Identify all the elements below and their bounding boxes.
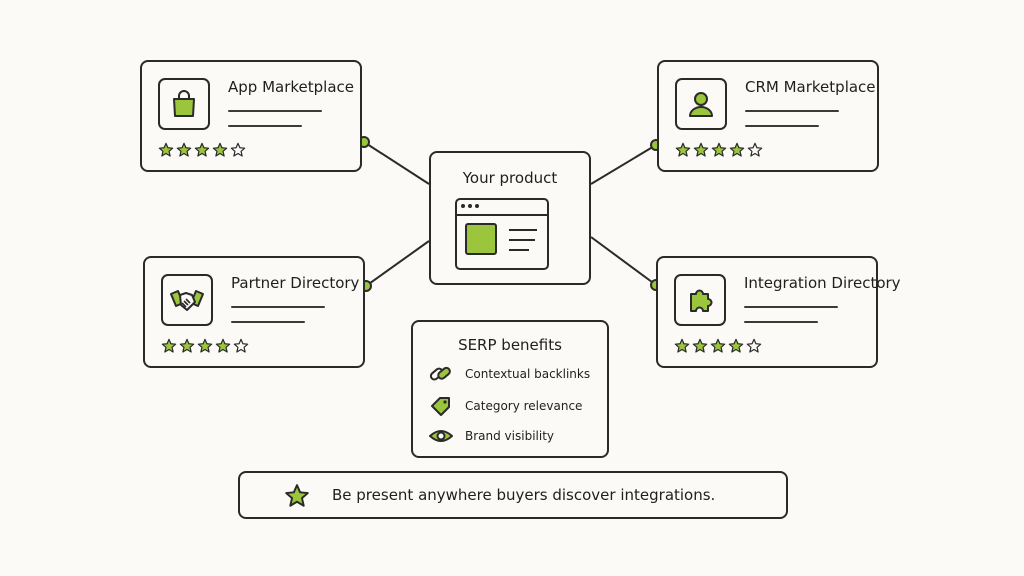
placeholder-line [744,321,818,323]
benefits-title: SERP benefits [458,336,562,354]
directory-title: Integration Directory [744,274,901,292]
product-title: Your product [462,169,558,187]
placeholder-line [745,110,839,112]
handshake-icon [161,274,213,326]
placeholder-line [228,110,322,112]
connector-integration-directory [590,236,657,286]
placeholder-line [231,306,325,308]
directory-title: App Marketplace [228,78,354,96]
content-block [465,223,497,255]
content-line [509,229,537,231]
shopping-bag-icon [158,78,210,130]
placeholder-line [744,306,838,308]
star-empty-icon [233,338,249,353]
browser-window-icon [455,198,549,270]
benefit-item: Contextual backlinks [429,364,590,384]
directory-title: Partner Directory [231,274,360,292]
serp-benefits-card: SERP benefits Contextual backlinks Categ… [411,320,609,458]
star-filled-icon [675,142,691,157]
star-filled-icon [711,142,727,157]
star-rating [674,338,762,354]
directory-card-partner-directory: Partner Directory [143,256,365,368]
star-filled-icon [212,142,228,157]
benefit-item: Brand visibility [429,426,554,446]
star-filled-icon [692,338,708,353]
connector-crm-marketplace [590,144,657,185]
connector-app-marketplace [363,141,430,185]
placeholder-line [745,125,819,127]
star-empty-icon [746,338,762,353]
star-filled-icon [161,338,177,353]
product-card: Your product [429,151,591,285]
content-line [509,239,535,241]
star-filled-icon [197,338,213,353]
star-rating [161,338,249,354]
star-filled-icon [215,338,231,353]
user-icon [675,78,727,130]
star-empty-icon [747,142,763,157]
star-filled-icon [179,338,195,353]
directory-card-app-marketplace: App Marketplace [140,60,362,172]
star-filled-icon [158,142,174,157]
directory-title: CRM Marketplace [745,78,876,96]
star-filled-icon [194,142,210,157]
star-filled-icon [693,142,709,157]
eye-icon [429,430,453,442]
placeholder-line [228,125,302,127]
window-dots [461,204,479,208]
directory-card-integration-directory: Integration Directory [656,256,901,368]
placeholder-line [231,321,305,323]
tagline-text: Be present anywhere buyers discover inte… [332,486,716,504]
star-empty-icon [230,142,246,157]
benefit-label: Contextual backlinks [465,367,591,381]
star-rating [158,142,246,158]
tagline-banner: Be present anywhere buyers discover inte… [238,471,788,519]
link-icon [429,366,451,381]
directory-card-crm-marketplace: CRM Marketplace [657,60,879,172]
benefit-item: Category relevance [429,396,582,416]
star-filled-icon [728,338,744,353]
content-line [509,249,529,251]
puzzle-piece-icon [674,274,726,326]
connector-partner-directory [365,240,430,287]
star-rating [675,142,763,158]
star-icon [285,484,309,507]
star-filled-icon [710,338,726,353]
star-filled-icon [176,142,192,157]
star-filled-icon [674,338,690,353]
benefit-label: Brand visibility [465,429,555,443]
tag-icon [431,397,450,416]
window-title-bar [457,214,547,216]
benefit-label: Category relevance [465,399,583,413]
star-filled-icon [729,142,745,157]
